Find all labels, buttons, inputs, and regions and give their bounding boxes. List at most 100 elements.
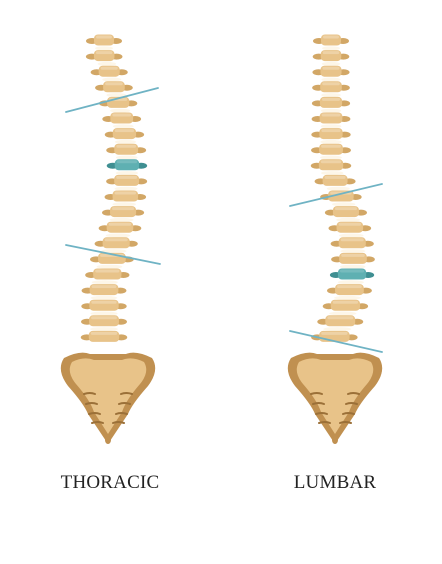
disc (329, 311, 357, 316)
thoracic-caption: THORACIC (60, 472, 160, 493)
vertebra-icon (311, 143, 351, 155)
sacral-foramen (347, 392, 360, 395)
disc (114, 186, 138, 191)
disc (320, 139, 342, 144)
disc (340, 249, 366, 254)
vertebra-icon (331, 252, 375, 264)
disc (115, 171, 139, 176)
vertebra-icon (104, 190, 147, 202)
disc (101, 249, 127, 254)
sacrum-icon (60, 352, 156, 444)
disc (102, 77, 122, 82)
sacral-foramen (345, 402, 358, 405)
vertebra-icon (85, 50, 123, 62)
disc (115, 155, 138, 160)
sacral-foramen (112, 421, 125, 424)
vertebra-icon (90, 65, 128, 77)
highlighted-vertebra-icon (329, 268, 375, 280)
sacral-foramen (85, 402, 98, 405)
disc (112, 124, 134, 129)
vertebra-icon (98, 221, 142, 233)
lumbar-caption: LUMBAR (293, 472, 377, 493)
highlighted-vertebra-icon (106, 159, 148, 171)
sacral-foramen (310, 392, 323, 395)
vertebra-icon (322, 299, 369, 311)
vertebra-icon (328, 221, 372, 233)
disc (321, 93, 341, 98)
vertebra-icon (102, 112, 142, 124)
sacral-foramen (91, 421, 104, 424)
vertebra-icon (312, 65, 350, 77)
sacral-foramen (312, 402, 325, 405)
disc (90, 311, 118, 316)
disc (339, 264, 366, 269)
disc (334, 295, 361, 300)
vertebra-icon (95, 81, 133, 93)
vertebra-icon (86, 34, 122, 46)
vertebra-icon (85, 268, 130, 280)
disc (112, 202, 136, 207)
disc (336, 217, 361, 222)
coccyx-icon (105, 436, 111, 444)
disc (326, 186, 350, 191)
coccyx-icon (332, 436, 338, 444)
lumbar-spine-illustration (287, 34, 383, 444)
disc (90, 295, 118, 300)
vertebra-icon (311, 112, 351, 124)
disc (320, 155, 342, 160)
vertebra-icon (317, 315, 364, 327)
disc (109, 217, 134, 222)
vertebra-icon (327, 284, 372, 296)
disc (106, 93, 127, 98)
disc (321, 77, 341, 82)
measurement-line (289, 330, 383, 353)
sacral-foramen (83, 392, 96, 395)
vertebra-icon (81, 284, 127, 296)
vertebra-icon (106, 143, 147, 155)
disc (322, 46, 340, 51)
disc (91, 280, 118, 285)
disc (323, 327, 352, 332)
vertebra-icon (320, 190, 362, 202)
disc (321, 171, 344, 176)
vertebra-icon (81, 299, 127, 311)
sacral-foramen (318, 421, 331, 424)
measurement-line (65, 244, 161, 265)
sacral-foramen (88, 412, 101, 415)
vertebra-icon (104, 128, 145, 140)
vertebra-icon (330, 237, 374, 249)
sacral-foramen (342, 412, 355, 415)
measurement-line (65, 87, 159, 113)
disc (95, 46, 113, 51)
vertebra-icon (102, 206, 145, 218)
sacral-foramen (339, 421, 352, 424)
sacral-foramen (115, 412, 128, 415)
sacral-foramen (315, 412, 328, 415)
vertebra-icon (311, 128, 351, 140)
disc (339, 233, 364, 238)
disc (90, 327, 118, 332)
vertebra-icon (80, 330, 128, 342)
disc (114, 139, 137, 144)
disc (321, 61, 341, 66)
vertebra-icon (81, 315, 127, 327)
sacral-foramen (118, 402, 131, 405)
disc (110, 108, 131, 113)
measurement-line (289, 183, 383, 207)
disc (105, 233, 131, 238)
disc (97, 61, 117, 66)
vertebra-icon (311, 96, 351, 108)
sacrum-icon (287, 352, 383, 444)
vertebra-icon (94, 237, 138, 249)
vertebra-icon (312, 81, 350, 93)
disc (331, 202, 356, 207)
vertebra-icon (106, 174, 148, 186)
vertebra-icon (313, 34, 349, 46)
vertebra-icon (324, 206, 367, 218)
sacral-foramen (120, 392, 133, 395)
disc (337, 280, 364, 285)
thoracic-spine-illustration (60, 34, 161, 444)
disc (96, 264, 123, 269)
vertebra-icon (312, 50, 350, 62)
